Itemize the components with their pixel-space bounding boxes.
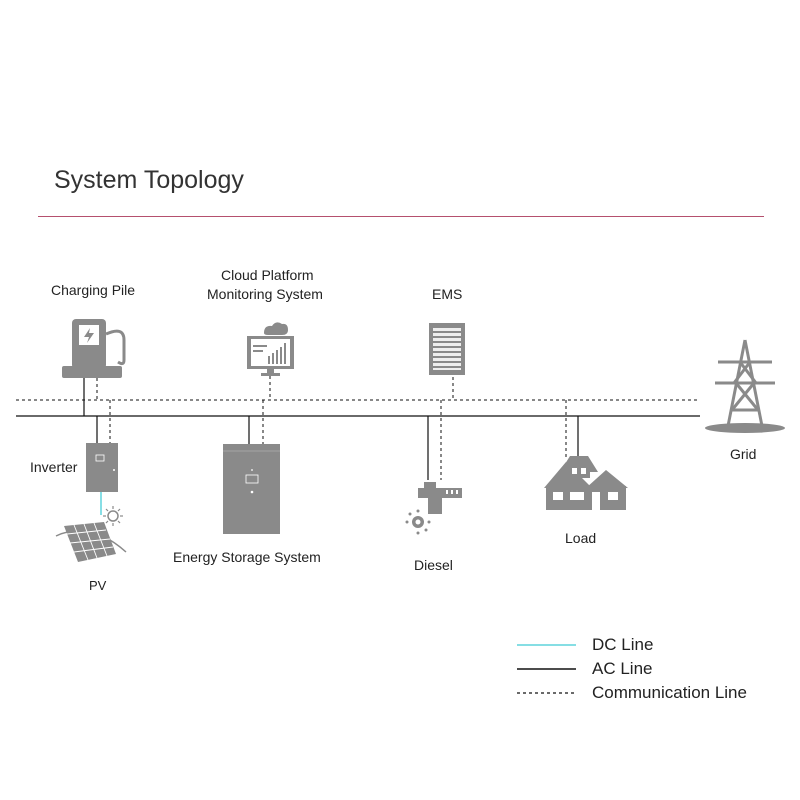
diesel-generator-icon (405, 482, 462, 535)
ems-label: EMS (432, 286, 463, 302)
energy-storage-icon (223, 444, 280, 534)
cloud-monitor-icon (247, 322, 294, 376)
inverter-icon (86, 443, 118, 492)
page-title: System Topology (54, 166, 244, 194)
load-label: Load (565, 530, 597, 546)
charging-pile-label: Charging Pile (51, 282, 136, 298)
ems-server-icon (429, 323, 465, 375)
ess-label: Energy Storage System (173, 549, 321, 565)
legend-comm-label: Communication Line (592, 683, 747, 702)
diesel-label: Diesel (414, 557, 453, 573)
charging-pile-icon (62, 319, 126, 378)
pv-panel-icon (55, 506, 127, 562)
pv-label: PV (89, 578, 107, 593)
grid-tower-icon (705, 339, 785, 433)
legend-dc-label: DC Line (592, 635, 654, 654)
legend-ac-label: AC Line (592, 659, 653, 678)
monitoring-system-label: Monitoring System (207, 286, 323, 302)
load-house-icon (544, 456, 628, 510)
inverter-label: Inverter (30, 459, 78, 475)
title-divider (38, 216, 764, 217)
cloud-platform-label: Cloud Platform (221, 267, 314, 283)
grid-label: Grid (730, 446, 757, 462)
